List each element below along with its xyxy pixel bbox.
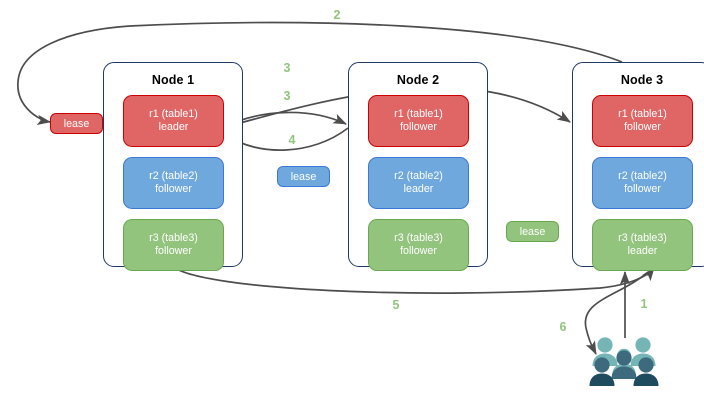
replica-r1-node2[interactable]: r1 (table1) follower xyxy=(368,95,469,147)
node-box-node2[interactable]: Node 2 r1 (table1) follower r2 (table2) … xyxy=(348,62,488,271)
replica-name: r2 (table2) xyxy=(394,169,443,182)
node-title: Node 3 xyxy=(620,73,664,87)
node-box-node3[interactable]: Node 3 r1 (table1) follower r2 (table2) … xyxy=(572,62,704,271)
replica-role: leader xyxy=(158,121,189,133)
replica-r2-node3[interactable]: r2 (table2) follower xyxy=(592,157,693,209)
replica-r2-node2[interactable]: r2 (table2) leader xyxy=(368,157,469,209)
lease-badge-r3[interactable]: lease xyxy=(506,221,559,242)
lease-label: lease xyxy=(519,225,546,238)
lease-badge-r1[interactable]: lease xyxy=(50,113,103,134)
step-label-4: 4 xyxy=(288,133,296,147)
replica-role: leader xyxy=(627,245,658,257)
replica-r2-node1[interactable]: r2 (table2) follower xyxy=(123,157,224,209)
step-label-2: 2 xyxy=(333,8,341,22)
replica-name: r1 (table1) xyxy=(618,107,667,120)
step-label-3b: 3 xyxy=(283,89,291,103)
step-label-5: 5 xyxy=(392,298,400,312)
replica-r3-node3[interactable]: r3 (table3) leader xyxy=(592,219,693,271)
lease-badge-r2[interactable]: lease xyxy=(277,166,330,187)
replica-role: follower xyxy=(400,121,437,133)
step-label-6: 6 xyxy=(559,320,567,334)
replica-name: r3 (table3) xyxy=(618,231,667,244)
replica-name: r2 (table2) xyxy=(149,169,198,182)
users-icon xyxy=(589,337,659,386)
replica-r1-node3[interactable]: r1 (table1) follower xyxy=(592,95,693,147)
replica-role: follower xyxy=(155,183,192,195)
replica-r1-node1[interactable]: r1 (table1) leader xyxy=(123,95,224,147)
replica-name: r2 (table2) xyxy=(618,169,667,182)
replica-r3-node1[interactable]: r3 (table3) follower xyxy=(123,219,224,271)
node-title: Node 1 xyxy=(151,73,195,87)
replica-name: r3 (table3) xyxy=(149,231,198,244)
replica-role: follower xyxy=(155,245,192,257)
arrow-step-5 xyxy=(171,265,655,294)
replica-role: follower xyxy=(400,245,437,257)
arrow-step-2 xyxy=(17,21,623,125)
replica-name: r1 (table1) xyxy=(394,107,443,120)
replica-name: r3 (table3) xyxy=(394,231,443,244)
replica-role: follower xyxy=(624,183,661,195)
lease-label: lease xyxy=(290,170,317,183)
node-title: Node 2 xyxy=(396,73,440,87)
replica-name: r1 (table1) xyxy=(149,107,198,120)
replica-r3-node2[interactable]: r3 (table3) follower xyxy=(368,219,469,271)
arrow-step-6 xyxy=(584,271,649,355)
replica-role: leader xyxy=(403,183,434,195)
step-label-1: 1 xyxy=(640,297,648,311)
node-box-node1[interactable]: Node 1 r1 (table1) leader r2 (table2) fo… xyxy=(103,62,243,271)
step-label-3a: 3 xyxy=(283,61,291,75)
lease-label: lease xyxy=(63,117,90,130)
replica-role: follower xyxy=(624,121,661,133)
